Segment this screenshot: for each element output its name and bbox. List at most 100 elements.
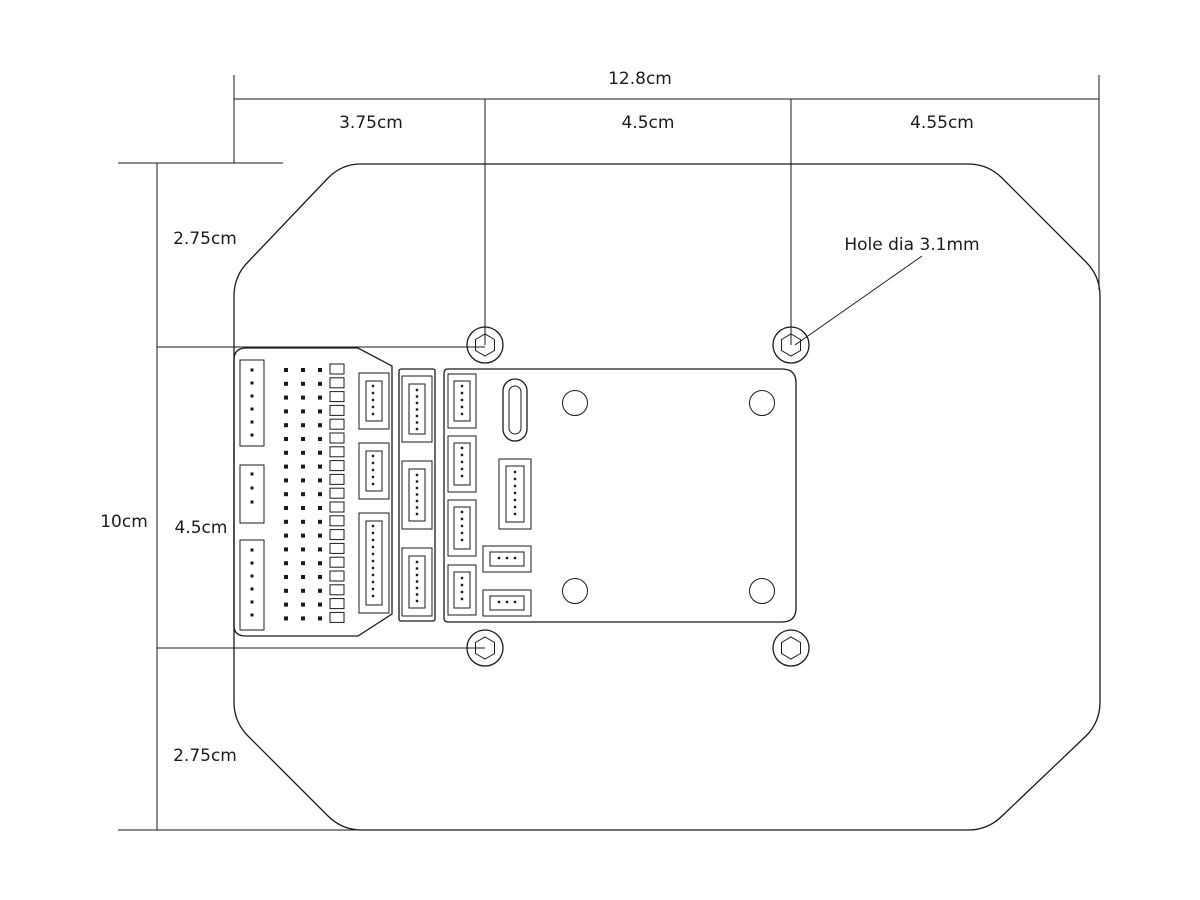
board-mounting-holes [562,390,775,604]
connector-pin [460,590,464,594]
connector-pin [415,586,419,590]
connector-pin [513,512,517,516]
connector-pin [250,548,254,552]
connector-pin [415,401,419,405]
hole-callout-label: Hole dia 3.1mm [844,235,979,255]
dim-total-height: 10cm [100,512,148,532]
connector-pin [371,566,375,570]
header-pin-grid [250,368,322,621]
connector-pin [460,474,464,478]
edge-tab [329,473,345,485]
header-pin [318,395,322,400]
header-pin [284,492,288,497]
header-pin [318,423,322,428]
header-pin [318,588,322,593]
header-pin [284,450,288,455]
connector-pin [250,394,254,398]
header-pin [301,450,305,455]
connector-pin [371,559,375,563]
connector-pin [371,545,375,549]
connector-pin [460,576,464,580]
header-pin [301,506,305,510]
header-pin [301,561,305,566]
header-pin [301,575,305,579]
connector-pin [250,420,254,424]
dim-segment-top: 2.75cm [173,229,237,249]
connector-pin [460,510,464,514]
connector-pin [460,391,464,395]
header-pin [301,602,305,607]
connector-pin [513,470,517,474]
dim-segment-left: 3.75cm [339,113,403,133]
connector-pin [513,477,517,481]
header-pin [284,533,288,538]
connector-pin [371,587,375,591]
header-pin [318,381,322,386]
header-pin [318,492,322,497]
header-pin [284,602,288,607]
edge-tab [329,556,345,568]
dim-segment-center: 4.5cm [175,518,228,538]
header-pin [301,464,305,469]
dimension-lines [118,75,1100,831]
header-pin [284,381,288,386]
header-pin [284,616,288,621]
connector-pin [415,512,419,516]
connector-pin [513,484,517,488]
connector-pin [371,398,375,402]
connector-pin [250,433,254,437]
left-header-module [233,347,393,637]
edge-tab [329,611,345,623]
header-pin [318,616,322,621]
header-pin [318,519,322,524]
connector-pin [371,405,375,409]
connector-pin [250,574,254,578]
connector-pin [371,524,375,528]
connector-pin [513,600,517,604]
edge-tab [329,598,345,610]
header-pin [318,464,322,469]
header-pin [284,547,288,552]
connector-pin [460,384,464,388]
edge-tab [329,487,345,499]
header-pin [301,437,305,441]
edge-tab [329,391,345,403]
connector-pin [415,573,419,577]
connector-pin [250,407,254,411]
connector-pin [250,472,254,476]
header-pin [284,423,288,428]
controller-board [371,368,797,623]
left-column-connectors [358,372,390,614]
header-pin [301,492,305,497]
connector-pin [415,486,419,490]
board-connector-pins [371,384,517,604]
dim-total-width: 12.8cm [608,69,672,89]
header-pin [318,575,322,579]
connector-pin [460,531,464,535]
header-pin [284,437,288,441]
connector-pin [371,580,375,584]
connector-pin [460,583,464,587]
connector-pin [250,486,254,490]
header-pin [318,409,322,414]
edge-tab [329,584,345,596]
header-pin [318,478,322,483]
connector-pin [371,454,375,458]
board-connectors [447,373,532,617]
connector-pin [415,493,419,496]
header-pin [284,368,288,372]
connector-pin [415,593,419,596]
header-pin [301,409,305,414]
connector-pin [415,388,419,392]
connector-pin [460,412,464,416]
connector-pin [371,531,375,535]
connector-pin [460,446,464,450]
header-pin [284,395,288,400]
edge-tab [329,501,345,513]
connector-pin [371,552,375,556]
dim-segment-bottom: 2.75cm [173,746,237,766]
mounting-hole [466,629,504,667]
connector-pin [460,405,464,409]
edge-tab [329,460,345,472]
edge-tab [329,529,345,541]
